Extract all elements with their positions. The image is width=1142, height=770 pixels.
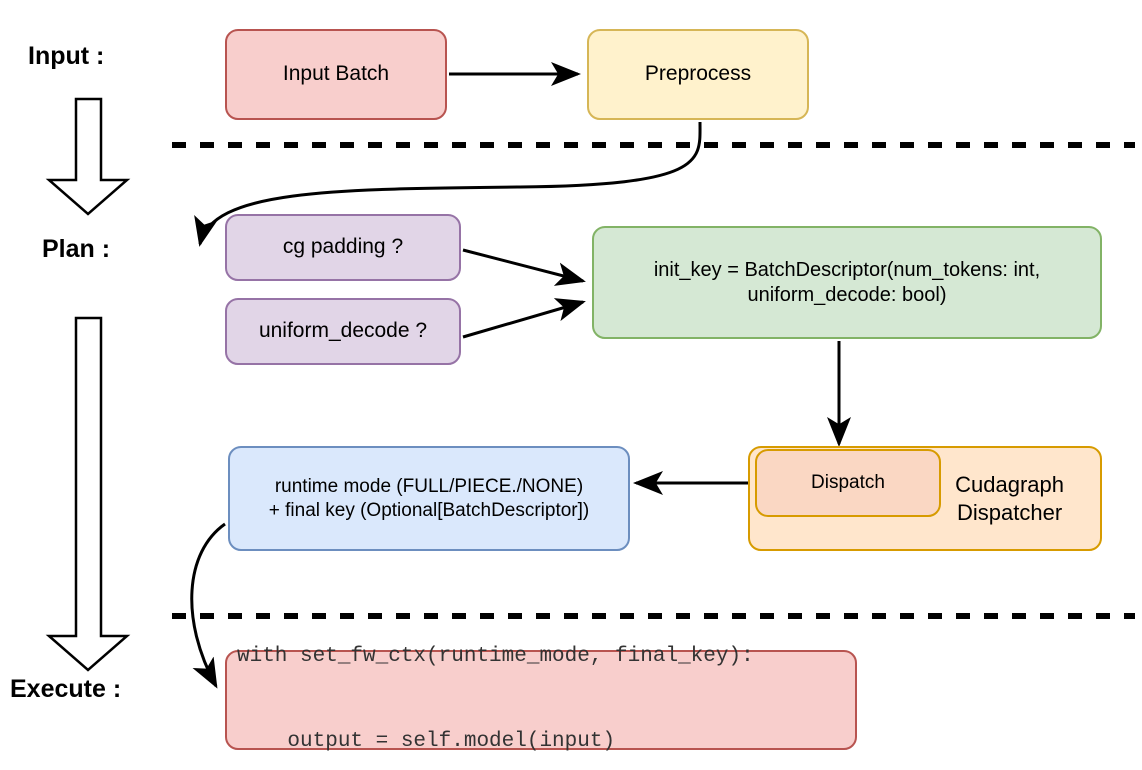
input-to-plan-arrow xyxy=(45,97,131,216)
node-cudagraph-dispatcher-label-line2: Dispatcher xyxy=(956,499,1063,525)
edge-cg-padding-to-init-key xyxy=(462,248,586,286)
stage-label-input: Input : xyxy=(28,42,105,70)
node-preprocess[interactable]: Preprocess xyxy=(587,29,809,120)
node-cg-padding-label: cg padding ? xyxy=(282,235,404,259)
node-init-key-label-line1: init_key = BatchDescriptor(num_tokens: i… xyxy=(653,258,1041,281)
edge-preprocess-to-cg-padding xyxy=(194,121,702,247)
node-runtime-mode[interactable]: runtime mode (FULL/PIECE./NONE) + final … xyxy=(228,446,630,551)
node-runtime-mode-label-line1: runtime mode (FULL/PIECE./NONE) xyxy=(274,475,584,497)
node-uniform-decode[interactable]: uniform_decode ? xyxy=(225,298,461,365)
edge-uniform-decode-to-init-key xyxy=(462,298,586,339)
node-code-line2: output = self.model(input) xyxy=(237,730,616,754)
stage-label-plan: Plan : xyxy=(42,235,111,263)
node-runtime-mode-label-line2: + final key (Optional[BatchDescriptor]) xyxy=(268,499,590,521)
node-preprocess-label: Preprocess xyxy=(644,62,752,86)
node-init-key[interactable]: init_key = BatchDescriptor(num_tokens: i… xyxy=(592,226,1102,339)
edge-runtime-mode-to-code xyxy=(190,522,226,689)
node-input-batch[interactable]: Input Batch xyxy=(225,29,447,120)
node-code-line1: with set_fw_ctx(runtime_mode, final_key)… xyxy=(237,645,754,669)
node-code-block[interactable]: with set_fw_ctx(runtime_mode, final_key)… xyxy=(225,645,857,753)
node-uniform-decode-label: uniform_decode ? xyxy=(258,319,428,343)
plan-to-execute-arrow xyxy=(45,316,131,672)
node-dispatch-label: Dispatch xyxy=(811,472,885,494)
node-init-key-label-line2: uniform_decode: bool) xyxy=(747,283,947,306)
node-input-batch-label: Input Batch xyxy=(282,62,390,86)
node-cudagraph-dispatcher-label-line1: Cudagraph xyxy=(955,472,1064,497)
node-cg-padding[interactable]: cg padding ? xyxy=(225,214,461,281)
node-dispatch[interactable]: Dispatch xyxy=(755,449,941,517)
stage-label-execute: Execute : xyxy=(10,675,122,703)
